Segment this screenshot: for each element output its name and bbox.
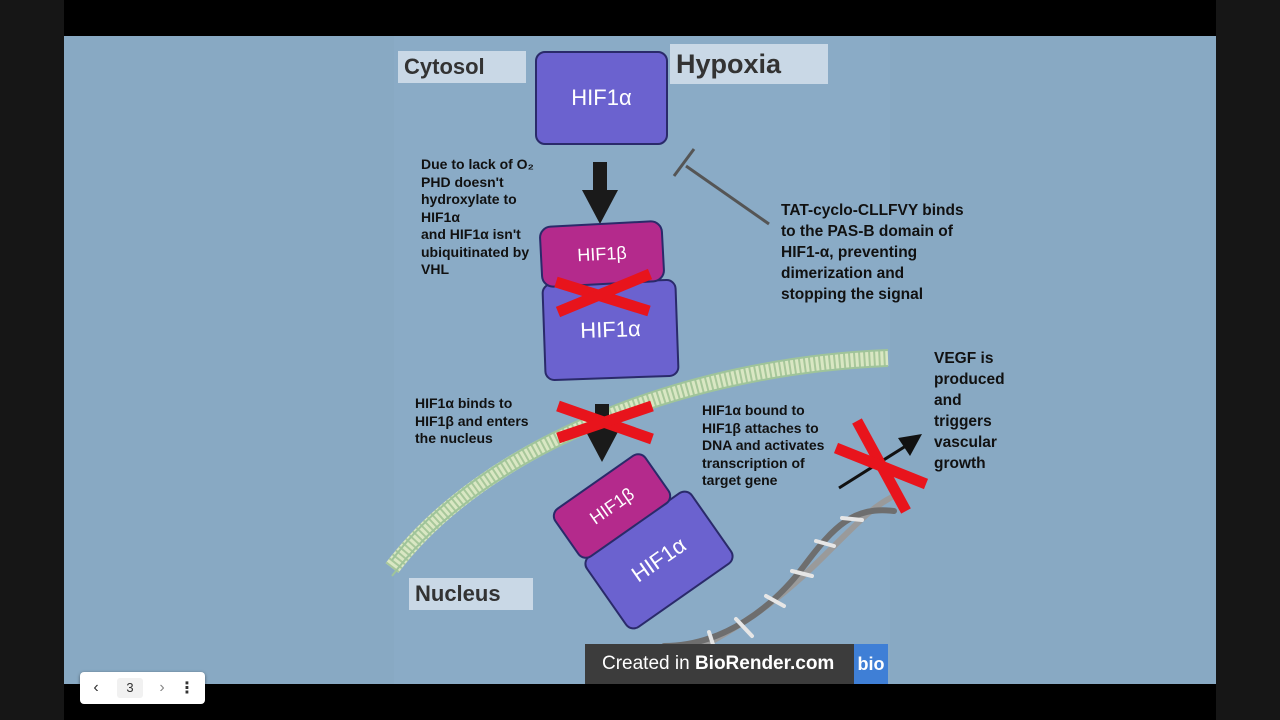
- biorender-logo: bio: [854, 644, 888, 684]
- footer-created-text: Created in: [602, 653, 695, 674]
- down-arrow-icon: [582, 162, 618, 224]
- nucleus-label: Nucleus: [409, 578, 533, 610]
- hypoxia-label: Hypoxia: [670, 44, 828, 84]
- cross-icon: [833, 418, 929, 514]
- cross-icon: [554, 268, 653, 318]
- more-options-icon[interactable]: ⋮: [179, 680, 195, 697]
- cross-icon: [556, 400, 654, 445]
- text-tat-cyclo: TAT-cyclo-CLLFVY binds to the PAS-B doma…: [781, 202, 964, 303]
- footer-text: Created in BioRender.com: [585, 653, 834, 675]
- text-bound-dna: HIF1α bound to HIF1β attaches to DNA and…: [702, 402, 825, 488]
- cytosol-label: Cytosol: [398, 51, 526, 83]
- chevron-right-icon[interactable]: ›: [159, 679, 165, 696]
- text-vegf: VEGF is produced and triggers vascular g…: [934, 350, 1005, 472]
- biorender-badge: Created in BioRender.com bio: [585, 644, 888, 684]
- dna-helix: [661, 493, 897, 659]
- hif1a-top-box: HIF1α: [535, 51, 668, 145]
- left-letterbox: [0, 0, 64, 720]
- text-lack-of-o2: Due to lack of O₂ PHD doesn't hydroxylat…: [421, 156, 534, 277]
- inhibition-icon: [672, 148, 770, 226]
- right-letterbox: [1216, 0, 1280, 720]
- slide-nav: ‹ 3 › ⋮: [80, 672, 205, 704]
- text-binds-nucleus: HIF1α binds to HIF1β and enters the nucl…: [415, 395, 529, 446]
- page-number[interactable]: 3: [117, 678, 143, 698]
- chevron-left-icon[interactable]: ‹: [93, 679, 99, 696]
- footer-brand-text: BioRender.com: [694, 653, 835, 674]
- red-crosses: [554, 268, 929, 514]
- slide: Cytosol Hypoxia Nucleus HIF1α HIF1α HIF1…: [64, 36, 1216, 684]
